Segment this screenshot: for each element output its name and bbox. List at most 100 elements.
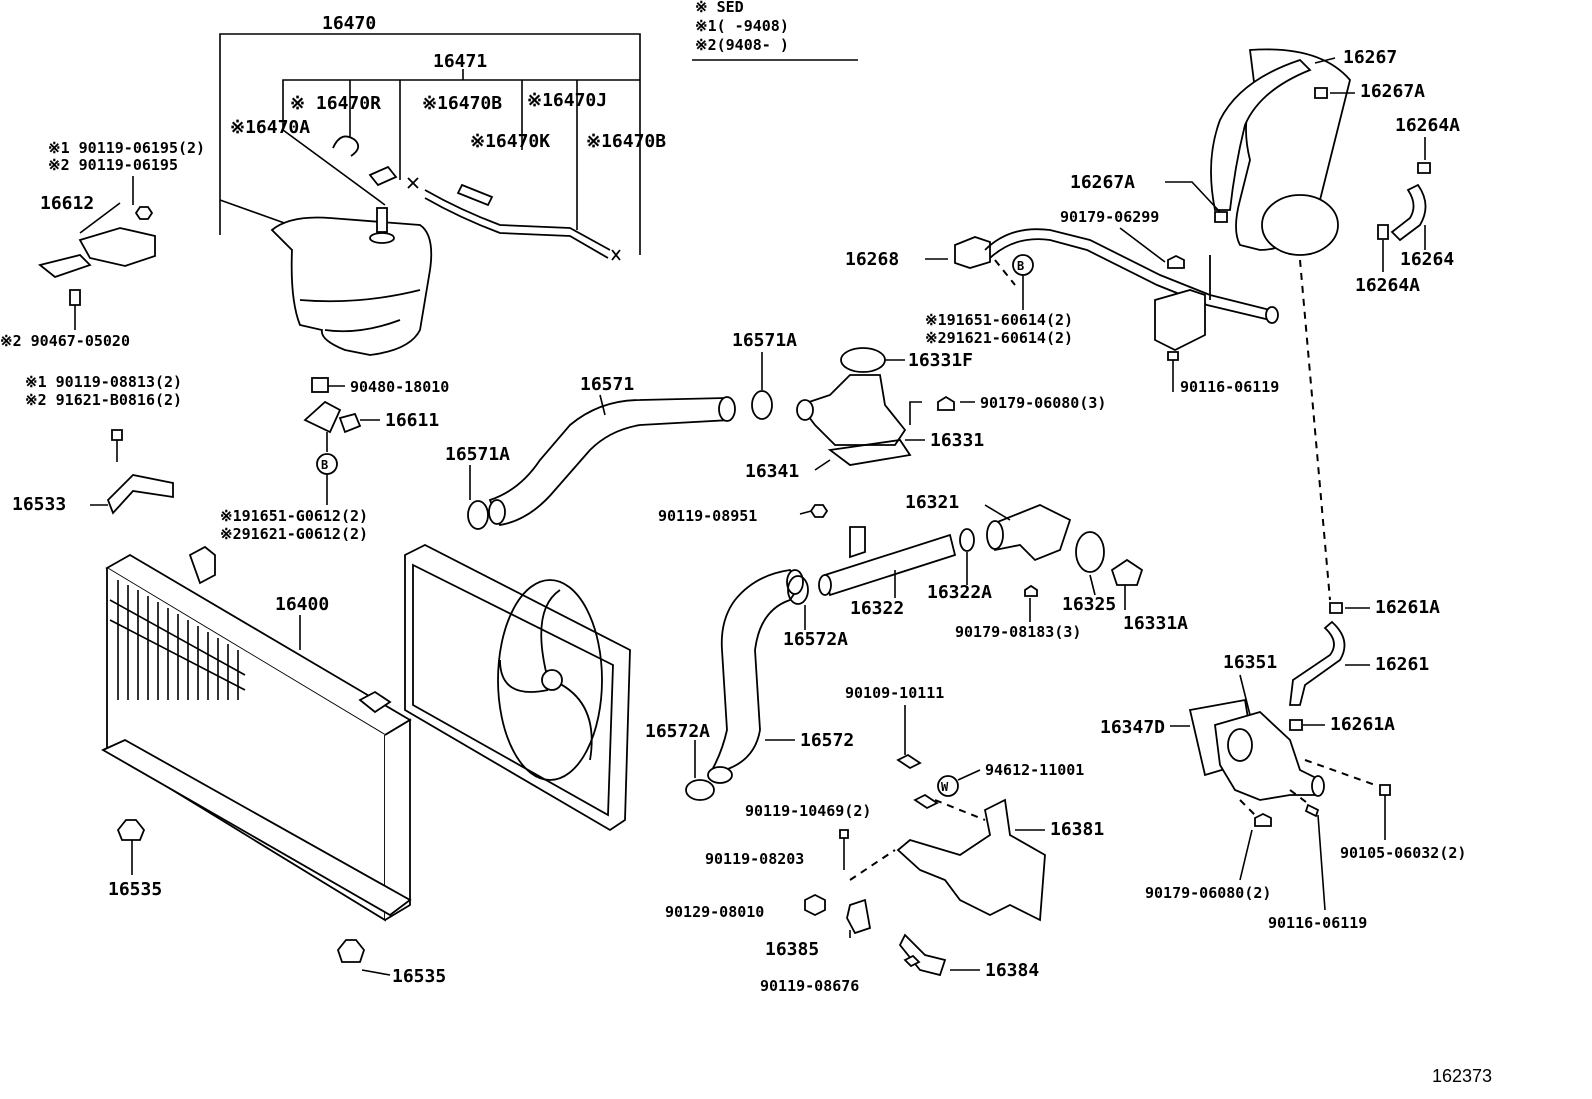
label-90105-06032: 90105-06032(2) (1340, 844, 1466, 862)
pipe-16322-end (818, 574, 832, 596)
label-16571A-1: 16571A (732, 330, 797, 351)
leader-90179-06080 (909, 401, 975, 425)
label-16267A-2: 16267A (1070, 172, 1135, 193)
bracket-16381 (896, 798, 1046, 922)
label-16470B-2: ※16470B (586, 131, 666, 152)
radiator-fins (109, 580, 246, 700)
bolt-90119-08813 (111, 429, 123, 441)
clamp-16267A-2 (1214, 211, 1228, 223)
pipe-bracket (1154, 289, 1206, 352)
bracket-16533-group: ※1 90119-08813(2) ※2 91621-B0816(2) 1653… (12, 373, 182, 515)
fin-cross (109, 599, 246, 691)
callout-B-2-letter: B (1017, 259, 1024, 273)
thermostat-16331A (1110, 558, 1144, 586)
clamp-16261A-1 (1329, 602, 1343, 614)
label-91621-60614: ※291621-60614(2) (925, 329, 1073, 347)
legend-line-2: ※2(9408- ) (695, 36, 789, 54)
label-90119-06195-2: ※2 90119-06195 (48, 156, 178, 174)
hose-16572-end2 (707, 766, 733, 784)
bolt-90119-08203 (839, 829, 849, 839)
bypass-hose-group: 16267 16267A 16264A 16264 16264A 16267A … (1060, 47, 1460, 601)
bolt-90119-10469 (913, 793, 939, 810)
bolt-90179-08183 (1024, 584, 1038, 597)
radiator-inlet (188, 545, 216, 585)
label-16400: 16400 (275, 594, 329, 615)
water-outlet-16331 (798, 374, 907, 446)
label-16470A: ※16470A (230, 117, 310, 138)
bolt-90179-06080 (937, 395, 955, 411)
leader-16535-2 (361, 969, 391, 976)
label-16381: 16381 (1050, 819, 1104, 840)
water-inlet-16321 (988, 504, 1072, 562)
legend-line-1: ※1( -9408) (695, 17, 789, 35)
legend: ※ SED ※1( -9408) ※2(9408- ) (692, 0, 858, 61)
label-16264A-2: 16264A (1355, 275, 1420, 296)
label-91621-G0612: ※291621-G0612(2) (220, 525, 368, 543)
label-90179-06080-3: 90179-06080(3) (980, 394, 1106, 412)
pipe-16322-tab (849, 526, 866, 559)
label-16321: 16321 (905, 492, 959, 513)
pipe-16268-flange (954, 236, 991, 269)
label-16331: 16331 (930, 430, 984, 451)
clamp-16267A-1 (1314, 87, 1328, 99)
label-16267A-1: 16267A (1360, 81, 1425, 102)
pipe-16268-inner (989, 238, 1271, 321)
label-16471: 16471 (433, 51, 487, 72)
leader-16571 (599, 394, 606, 416)
hose-16264 (1390, 183, 1427, 242)
clamp-16572A-1 (787, 575, 809, 605)
clamp-16572A-2 (685, 779, 715, 801)
leader-90179-06080-2 (1239, 829, 1253, 881)
bracket-16612 (78, 227, 156, 267)
label-90179-06080-2: 90179-06080(2) (1145, 884, 1271, 902)
leader-16470-tank (219, 199, 291, 226)
clamp-16264A-1 (1417, 162, 1431, 174)
label-16470J: ※16470J (527, 90, 607, 111)
label-16571A-2: 16571A (445, 444, 510, 465)
label-16322A: 16322A (927, 582, 992, 603)
oil-cooler (1261, 194, 1339, 256)
tank-neck-ring (369, 232, 395, 244)
reservoir-group: 16470 16471 ※ 16470R ※16470B ※16470J ※16… (219, 13, 666, 356)
pipe-16268-group: 16268 B ※191651-60614(2) ※291621-60614(2… (845, 228, 1279, 396)
label-16572: 16572 (800, 730, 854, 751)
label-16351: 16351 (1223, 652, 1277, 673)
bolt-90467-05020 (69, 289, 81, 306)
housing-outlet (1311, 775, 1325, 797)
legend-title: ※ SED (695, 0, 744, 16)
nut-90179-06299 (1167, 254, 1185, 269)
label-16533: 16533 (12, 494, 66, 515)
label-90119-10469: 90119-10469(2) (745, 802, 871, 820)
label-16268: 16268 (845, 249, 899, 270)
hose-16470R (332, 135, 360, 157)
label-90179-06299: 90179-06299 (1060, 208, 1159, 226)
label-90119-06195-1: ※1 90119-06195(2) (48, 139, 205, 157)
cap-16470B (368, 165, 398, 187)
leader-16612 (79, 202, 121, 234)
label-16470K: ※16470K (470, 131, 550, 152)
tank-seam-lower (324, 319, 401, 333)
label-90119-08813: ※1 90119-08813(2) (25, 373, 182, 391)
gasket-16341 (827, 439, 912, 466)
label-16572A-1: 16572A (783, 629, 848, 650)
label-94612-11001: 94612-11001 (985, 761, 1084, 779)
label-16612: 16612 (40, 193, 94, 214)
callout-B-1-letter: B (321, 458, 328, 472)
leader-16470 (219, 33, 641, 255)
housing-port (1227, 728, 1253, 762)
label-16264A-1: 16264A (1395, 115, 1460, 136)
leader-16471 (282, 79, 640, 130)
tank-seam (299, 289, 421, 303)
label-16325: 16325 (1062, 594, 1116, 615)
engine-housing (1235, 48, 1351, 251)
label-16470B-1: ※16470B (422, 93, 502, 114)
clip-16470B (611, 249, 621, 261)
label-16385: 16385 (765, 939, 819, 960)
label-91651-G0612: ※191651-G0612(2) (220, 507, 368, 525)
label-16571: 16571 (580, 374, 634, 395)
hose-16261 (1288, 620, 1346, 706)
water-housing-group: 16261A 16261 16351 16261A 16347D 90105-0… (1100, 597, 1466, 932)
label-16572A-2: 16572A (645, 721, 710, 742)
clamp-16571A-2 (467, 500, 489, 530)
leader-94612 (957, 769, 981, 781)
